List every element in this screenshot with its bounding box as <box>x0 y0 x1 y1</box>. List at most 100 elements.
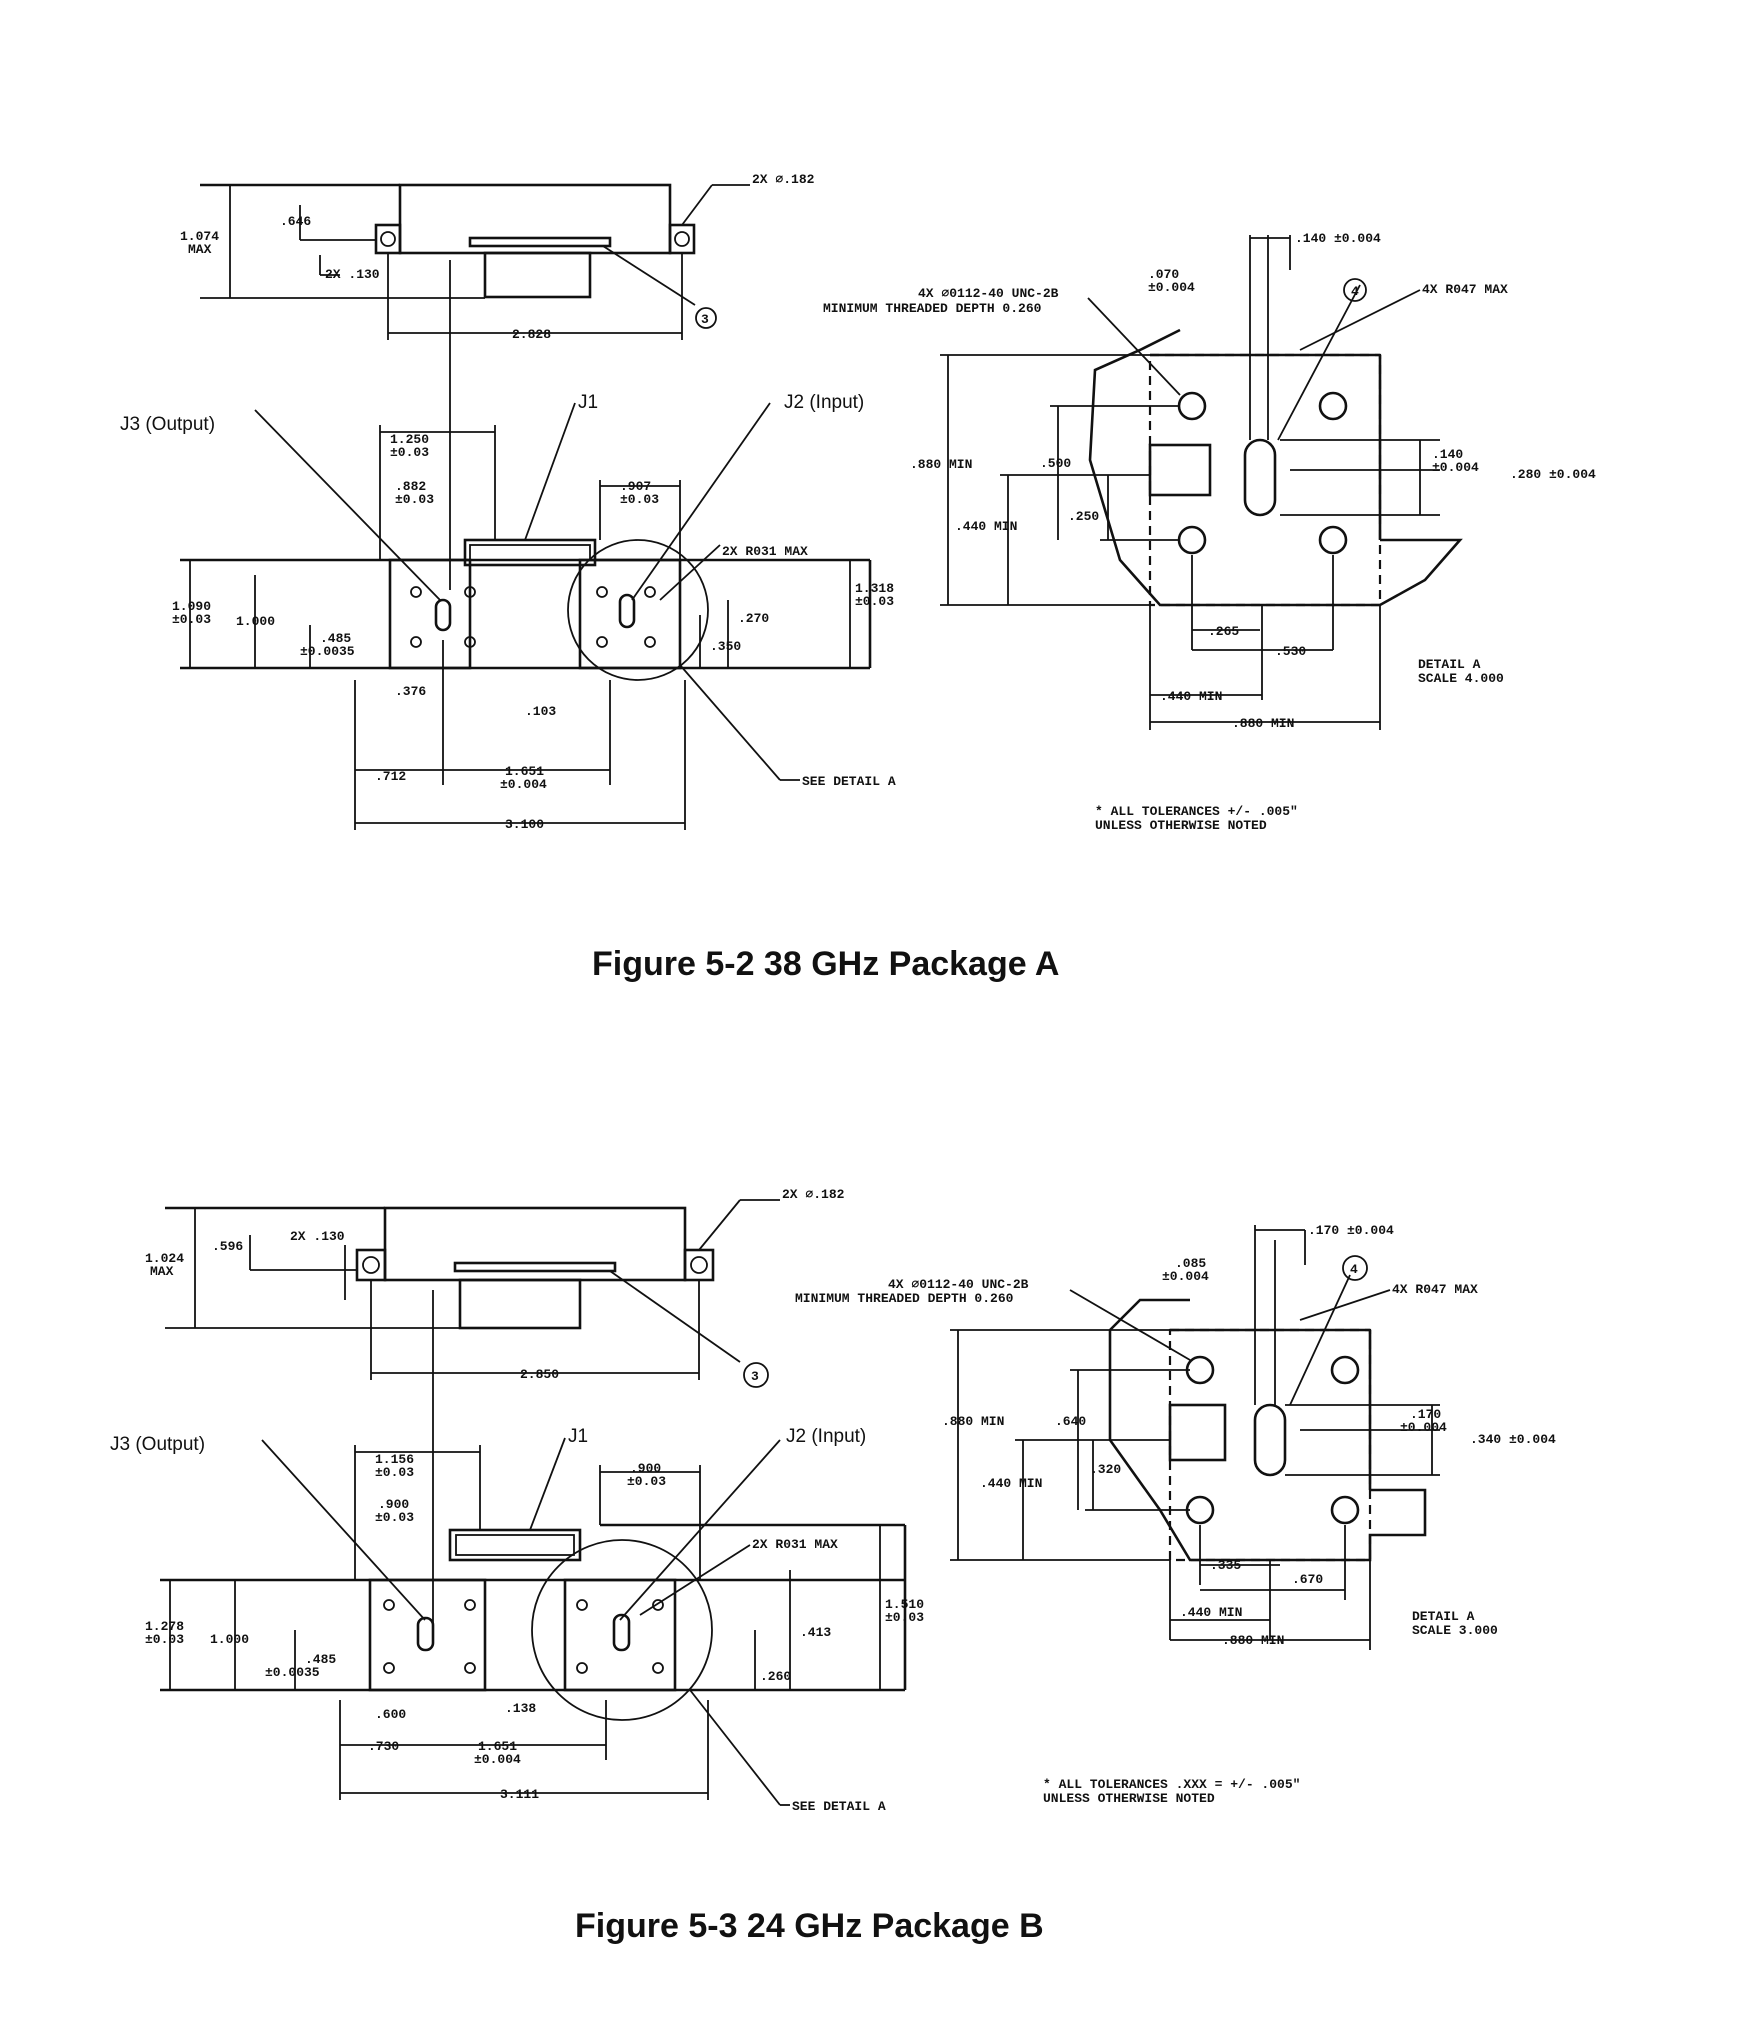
detail-a-title: DETAIL A <box>1418 657 1481 672</box>
dim-1090-tol: ±0.03 <box>172 612 211 627</box>
tolerance-note-b-2: UNLESS OTHERWISE NOTED <box>1043 1791 1215 1806</box>
see-detail-a: SEE DETAIL A <box>802 774 896 789</box>
side-view-a <box>200 183 750 590</box>
dim-907: .907 <box>620 479 651 494</box>
hole-callout-b: 2X ⌀.182 <box>782 1187 845 1202</box>
figure-5-2-caption: Figure 5-2 38 GHz Package A <box>592 945 1059 983</box>
dim-530: .530 <box>1275 644 1306 659</box>
dim-140-top: .140 ±0.004 <box>1295 231 1381 246</box>
dim-882-tol: ±0.03 <box>395 492 434 507</box>
dim-1651-tol: ±0.004 <box>500 777 547 792</box>
dim-170-right: .170 <box>1410 1407 1441 1422</box>
dim-1510-tol: ±0.03 <box>885 1610 924 1625</box>
dim-270: .270 <box>738 611 769 626</box>
dim-085: .085 <box>1175 1256 1206 1271</box>
dim-712: .712 <box>375 769 406 784</box>
callout-4: 4 <box>1351 284 1359 299</box>
dim-140-right: .140 <box>1432 447 1463 462</box>
dim-1074: 1.074 <box>180 229 219 244</box>
dim-1651-b-tol: ±0.004 <box>474 1752 521 1767</box>
callout-3: 3 <box>701 312 709 327</box>
dim-1090: 1.090 <box>172 599 211 614</box>
r031-label: 2X R031 MAX <box>722 544 808 559</box>
dim-440-min-b3: .440 MIN <box>1180 1605 1242 1620</box>
dim-138: .138 <box>505 1701 536 1716</box>
dim-900-b: .900 <box>630 1461 661 1476</box>
tolerance-note-b: * ALL TOLERANCES .XXX = +/- .005" <box>1043 1777 1300 1792</box>
j2-label: J2 (Input) <box>784 392 864 413</box>
r047-label: 4X R047 MAX <box>1422 282 1508 297</box>
dim-3100: 3.100 <box>505 817 544 832</box>
dim-670: .670 <box>1292 1572 1323 1587</box>
dim-1651-b: 1.651 <box>478 1739 517 1754</box>
dim-1156-tol: ±0.03 <box>375 1465 414 1480</box>
dim-103: .103 <box>525 704 556 719</box>
dim-1250-tol: ±0.03 <box>390 445 429 460</box>
dim-1278-tol: ±0.03 <box>145 1632 184 1647</box>
dim-1651: 1.651 <box>505 764 544 779</box>
dim-1024: 1.024 <box>145 1251 184 1266</box>
dim-1156: 1.156 <box>375 1452 414 1467</box>
j1-label: J1 <box>578 392 598 413</box>
dim-265: .265 <box>1208 624 1239 639</box>
detail-a-scale: SCALE 4.000 <box>1418 671 1504 686</box>
dim-485-b: .485 <box>305 1652 336 1667</box>
j3-label: J3 (Output) <box>120 414 215 435</box>
dim-900-a-tol: ±0.03 <box>375 1510 414 1525</box>
r047-label-b: 4X R047 MAX <box>1392 1282 1478 1297</box>
thread-depth-b: MINIMUM THREADED DEPTH 0.260 <box>795 1291 1014 1306</box>
figure-5-3-caption: Figure 5-3 24 GHz Package B <box>575 1907 1044 1945</box>
j3-label-b: J3 (Output) <box>110 1434 205 1455</box>
thread-depth: MINIMUM THREADED DEPTH 0.260 <box>823 301 1042 316</box>
dim-140-right-tol: ±0.004 <box>1432 460 1479 475</box>
callout-3-b: 3 <box>751 1369 759 1384</box>
callout-4-b: 4 <box>1350 1262 1358 1277</box>
dim-440-min-b: .440 MIN <box>1160 689 1222 704</box>
dim-640: .640 <box>1055 1414 1086 1429</box>
dim-1318-tol: ±0.03 <box>855 594 894 609</box>
r031-label-b: 2X R031 MAX <box>752 1537 838 1552</box>
dim-335: .335 <box>1210 1558 1241 1573</box>
hole-callout: 2X ⌀.182 <box>752 172 815 187</box>
plan-view-b <box>160 1437 907 1806</box>
thread-spec: 4X ⌀0112-40 UNC-2B <box>918 286 1059 301</box>
detail-a-title-b: DETAIL A <box>1412 1609 1475 1624</box>
dim-376: .376 <box>395 684 426 699</box>
dim-1510: 1.510 <box>885 1597 924 1612</box>
dim-1000-b: 1.000 <box>210 1632 249 1647</box>
dim-2828: 2.828 <box>512 327 551 342</box>
dim-070-tol: ±0.004 <box>1148 280 1195 295</box>
dim-280: .280 ±0.004 <box>1510 467 1596 482</box>
dim-880-min-b3: .880 MIN <box>1222 1633 1284 1648</box>
dim-1000: 1.000 <box>236 614 275 629</box>
figure-5-2: .646 1.074 MAX 2X .130 2X ⌀.182 2.828 3 <box>120 172 1596 983</box>
plan-view-a <box>180 402 872 830</box>
dim-596: .596 <box>212 1239 243 1254</box>
dim-1250: 1.250 <box>390 432 429 447</box>
dim-2850: 2.850 <box>520 1367 559 1382</box>
dim-085-tol: ±0.004 <box>1162 1269 1209 1284</box>
dim-250: .250 <box>1068 509 1099 524</box>
dim-600: .600 <box>375 1707 406 1722</box>
dim-485-tol: ±0.0035 <box>300 644 355 659</box>
dim-350: .350 <box>710 639 741 654</box>
dim-646: .646 <box>280 214 311 229</box>
dim-170-right-tol: ±0.004 <box>1400 1420 1447 1435</box>
tolerance-note: * ALL TOLERANCES +/- .005" <box>1095 804 1298 819</box>
dim-260: .260 <box>760 1669 791 1684</box>
dim-882: .882 <box>395 479 426 494</box>
dim-340: .340 ±0.004 <box>1470 1432 1556 1447</box>
thread-spec-b: 4X ⌀0112-40 UNC-2B <box>888 1277 1029 1292</box>
dim-130: 2X .130 <box>325 267 380 282</box>
dim-880-min-b: .880 MIN <box>1232 716 1294 731</box>
dim-880-min: .880 MIN <box>910 457 972 472</box>
dim-440-min: .440 MIN <box>955 519 1017 534</box>
dim-730: .730 <box>368 1739 399 1754</box>
detail-a-view <box>940 235 1463 730</box>
j1-label-b: J1 <box>568 1426 588 1447</box>
see-detail-a-b: SEE DETAIL A <box>792 1799 886 1814</box>
dim-3111: 3.111 <box>500 1787 539 1802</box>
dim-900-a: .900 <box>378 1497 409 1512</box>
dim-413: .413 <box>800 1625 831 1640</box>
